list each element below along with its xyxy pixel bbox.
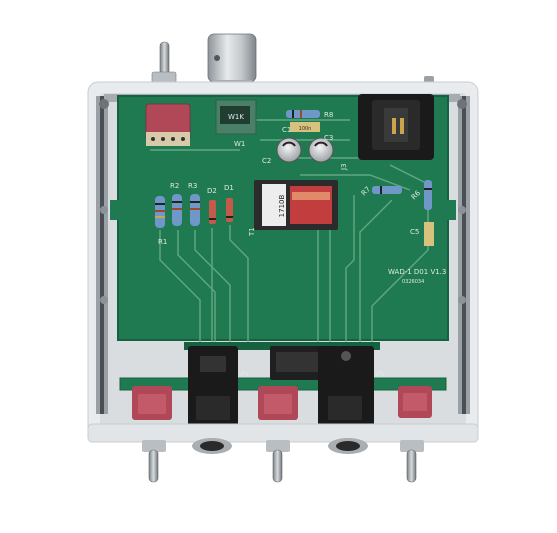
svg-text:100n: 100n <box>299 126 312 132</box>
top-toggle-switch-icon[interactable] <box>151 41 177 87</box>
diode-d2: D2 <box>207 187 217 224</box>
board-model-label: WAD-1 D01 V1.3 0326034 <box>388 268 446 285</box>
label-t1: T1 <box>248 227 256 237</box>
ribbon-header-center <box>270 346 326 380</box>
diode-d1: D1 <box>224 184 234 222</box>
capacitor-c2: C2 <box>262 137 302 165</box>
label-r1: R1 <box>158 238 167 246</box>
audio-jack-left-icon <box>188 346 238 426</box>
pcb-traces <box>150 119 431 345</box>
audio-jack-right-icon <box>318 346 374 426</box>
front-pot-left <box>132 386 172 420</box>
svg-text:W1K: W1K <box>228 113 244 121</box>
resistor-r2: R2 <box>170 182 182 226</box>
label-r3: R3 <box>188 182 197 190</box>
model-text: WAD-1 D01 V1.3 <box>388 268 446 276</box>
label-r2: R2 <box>170 182 179 190</box>
label-jp1: JP1 <box>239 371 249 378</box>
front-toggle-center-icon[interactable] <box>266 440 290 483</box>
transformer-t1: 1710B T1 <box>248 180 338 237</box>
front-pot-center <box>258 386 298 420</box>
front-toggle-right-icon[interactable] <box>400 440 424 483</box>
front-pot-right <box>398 386 432 418</box>
label-c2: C2 <box>262 157 271 165</box>
transformer-part-number: 1710B <box>278 194 286 217</box>
label-c5: C5 <box>410 228 419 236</box>
serial-text: 0326034 <box>402 279 424 285</box>
label-d2: D2 <box>207 187 217 195</box>
capacitor-c1: 100n C1 <box>282 122 320 134</box>
label-r8: R8 <box>324 111 333 119</box>
trimmer-w1: W1K W1 <box>215 99 257 148</box>
resistor-r8: R8 <box>286 110 333 119</box>
front-jack-right-icon[interactable] <box>328 438 368 454</box>
front-panel <box>87 423 479 443</box>
label-w1: W1 <box>234 140 245 148</box>
xlr-connector-icon: J3 <box>340 94 434 171</box>
red-header-connector <box>145 103 191 146</box>
capacitor-c5: C5 <box>410 222 434 246</box>
label-j3: J3 <box>340 163 348 171</box>
label-c3: C3 <box>324 134 333 142</box>
resistor-r1: R1 <box>155 196 167 246</box>
front-toggle-left-icon[interactable] <box>142 440 166 483</box>
resistor-r3: R3 <box>188 182 200 226</box>
front-jack-left-icon[interactable] <box>192 438 232 454</box>
label-c1: C1 <box>282 126 291 134</box>
capacitor-c3: C3 <box>308 134 334 163</box>
label-jp2: JP2 <box>375 371 385 378</box>
label-d1: D1 <box>224 184 234 192</box>
